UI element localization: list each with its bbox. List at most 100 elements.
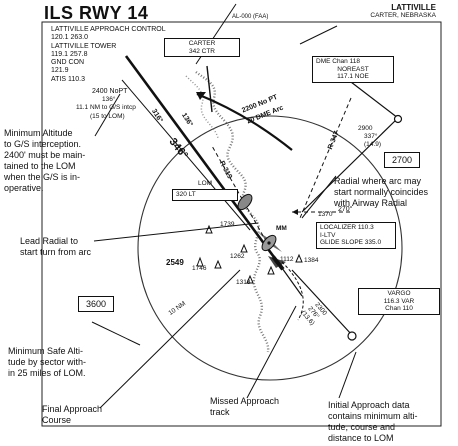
elev-1739: 1739: [220, 221, 235, 228]
callout-min-alt-gs: Minimum Altitude to G/S interception. 24…: [4, 128, 85, 194]
callout-msa-1: Minimum Safe Alti-: [8, 346, 84, 356]
comm-frequencies: LATTIVILLE APPROACH CONTROL 120.1 263.0 …: [51, 26, 166, 84]
tower-freq: 119.1 257.8: [51, 50, 88, 58]
approach-control-label: LATTIVILLE APPROACH CONTROL: [51, 26, 166, 33]
msa-south-box: 3600: [78, 296, 115, 312]
callout-radial-arc-2: start normally coincides: [334, 187, 429, 197]
callout-msa-2: tude by sector with-: [8, 357, 87, 367]
lom-freq: 320 LT: [176, 191, 196, 198]
callout-radial-arc: Radial where arc may start normally coin…: [334, 176, 428, 209]
elev-1318: 1318: [236, 279, 251, 286]
r270-arrow: [292, 209, 298, 215]
obstacle-1746: [214, 259, 222, 269]
vargo-fix: [347, 331, 357, 341]
glide-slope: GLIDE SLOPE 335.0: [320, 239, 382, 246]
dme-arc: [196, 92, 293, 151]
noreast-route-crs: 337°: [364, 133, 378, 140]
state-label: CARTER, NEBRASKA: [370, 12, 436, 19]
range-circle: [137, 115, 403, 381]
mm-label: MM: [276, 225, 287, 232]
elev-1746: 1746: [192, 265, 207, 272]
vargo-name: VARGO: [387, 290, 411, 297]
carter-name: CARTER: [188, 40, 216, 47]
obstacle-1262: [240, 243, 248, 253]
r319-radial: [211, 145, 271, 249]
noreast-route-alt: 2900: [358, 125, 373, 132]
chart-frame: [41, 21, 442, 427]
lom-marker: [237, 193, 253, 211]
obstacle-1384: [295, 253, 303, 263]
callout-final-course: Final Approach Course: [42, 404, 102, 426]
noreast-feeder: [301, 117, 399, 213]
callout-msa: Minimum Safe Alti- tude by sector with- …: [8, 346, 86, 379]
callout-radial-arc-3: with Airway Radial: [334, 198, 408, 208]
callout-min-alt-gs-1: Minimum Altitude: [4, 128, 73, 138]
course-extension: [281, 267, 303, 297]
atis-label: ATIS 110.3: [51, 75, 85, 83]
lom-box: 320 LT: [172, 189, 238, 201]
page-title: ILS RWY 14: [44, 3, 149, 23]
obstacle-1739: [205, 224, 213, 234]
callout-min-alt-gs-4: tained to the LOM: [4, 161, 76, 171]
gs-route-crs: 136°: [102, 96, 116, 103]
vargo-route: [291, 269, 353, 336]
mm-dot: [267, 241, 271, 245]
lead-to-course: [121, 79, 251, 231]
msa-north-box: 2700: [384, 152, 421, 168]
callout-radial-arc-1: Radial where arc may: [334, 176, 422, 186]
r347-radial: [299, 97, 352, 219]
lom-name: LOM: [198, 180, 213, 187]
callout-initial-3: tude, course and: [328, 422, 396, 432]
noreast-dme: DME Chan 118: [316, 58, 360, 65]
noreast-route-dist: (14.9): [364, 141, 381, 148]
callout-missed-2: track: [210, 407, 230, 417]
elev-1262: 1262: [230, 253, 245, 260]
approach-control-freq: 120.1 263.0: [51, 34, 88, 42]
initial-approach-carter: [206, 65, 213, 113]
carter-ndb-box: CARTER 342 CTR: [164, 38, 240, 57]
missed-approach-track: [281, 261, 304, 321]
callout-final-course-1: Final Approach: [42, 404, 103, 414]
gs-route-to: (15 to LOM): [90, 113, 125, 120]
callout-lead-radial-1: Lead Radial to: [20, 236, 79, 246]
callout-min-alt-gs-6: operative.: [4, 183, 44, 193]
source-label: AL-000 (FAA): [232, 14, 269, 20]
ground-freq: 121.9: [51, 67, 69, 75]
noreast-freq: 117.1 NOE: [337, 73, 369, 80]
callout-msa-3: in 25 miles of LOM.: [8, 368, 86, 378]
callout-lead-radial: Lead Radial to start turn from arc: [20, 236, 91, 258]
ground-label: GND CON: [51, 59, 85, 67]
callout-initial-2: contains minimum alti-: [328, 411, 418, 421]
arc-arrow: [196, 92, 206, 100]
callout-missed-1: Missed Approach: [210, 396, 280, 406]
callout-lead-radial-2: start turn from arc: [20, 247, 92, 257]
carter-freq: 342 CTR: [188, 47, 215, 55]
elev-1384: 1384: [304, 257, 319, 264]
callout-initial-1: Initial Approach data: [328, 400, 410, 410]
runway: [271, 255, 285, 271]
callout-min-alt-gs-5: when the G/S is in-: [4, 172, 81, 182]
tower-label: LATTIVILLE TOWER: [51, 42, 117, 50]
gs-route-alt: 2400 NoPT: [92, 88, 128, 95]
callout-final-course-2: Course: [42, 415, 72, 425]
obstacle-1318: [246, 274, 254, 284]
localizer-freq: LOCALIZER 110.3: [320, 224, 374, 231]
final-approach-course: [124, 55, 284, 269]
callout-missed: Missed Approach track: [210, 396, 279, 418]
localizer-box: LOCALIZER 110.3 I-LTV GLIDE SLOPE 335.0: [316, 222, 396, 249]
vargo-chan: Chan 110: [385, 305, 413, 312]
callout-initial-4: distance to LOM: [328, 433, 394, 443]
callout-min-alt-gs-3: 2400' must be main-: [4, 150, 86, 160]
obstacles: [196, 224, 303, 284]
noreast-fix: [393, 114, 403, 124]
callout-min-alt-gs-2: to G/S interception.: [4, 139, 82, 149]
noreast-route: [350, 81, 399, 119]
elev-1112: 1112: [280, 256, 294, 263]
vargo-vor-box: VARGO 116.3 VAR Chan 110: [358, 288, 440, 315]
elev-2549: 2549: [166, 258, 184, 267]
vargo-freq: 116.3 VAR: [383, 297, 415, 305]
gs-route-dist: 11.1 NM to G/S intcp: [76, 104, 136, 111]
obstacle-1112: [267, 265, 275, 275]
callout-initial: Initial Approach data contains minimum a…: [328, 400, 418, 444]
